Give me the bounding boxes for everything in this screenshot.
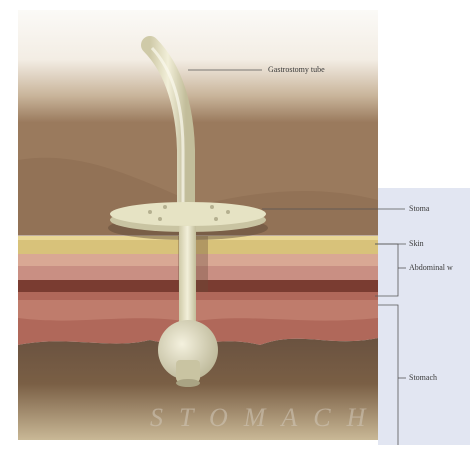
side-panel — [378, 188, 470, 445]
bolster-top — [110, 202, 266, 226]
skin-label: Skin — [409, 239, 424, 248]
bulb-neck — [176, 360, 200, 382]
stoma-label: Stoma — [409, 204, 429, 213]
illustration-frame — [18, 10, 378, 440]
stomach-watermark: STOMACH — [150, 403, 381, 433]
stomach-wall-texture — [18, 300, 378, 322]
stomach-label: Stomach — [409, 373, 437, 382]
tube-shaft — [179, 226, 196, 326]
abdominal-wall-label: Abdominal w — [409, 263, 453, 272]
tube-label: Gastrostomy tube — [268, 65, 325, 74]
bulb-tip — [176, 379, 200, 387]
